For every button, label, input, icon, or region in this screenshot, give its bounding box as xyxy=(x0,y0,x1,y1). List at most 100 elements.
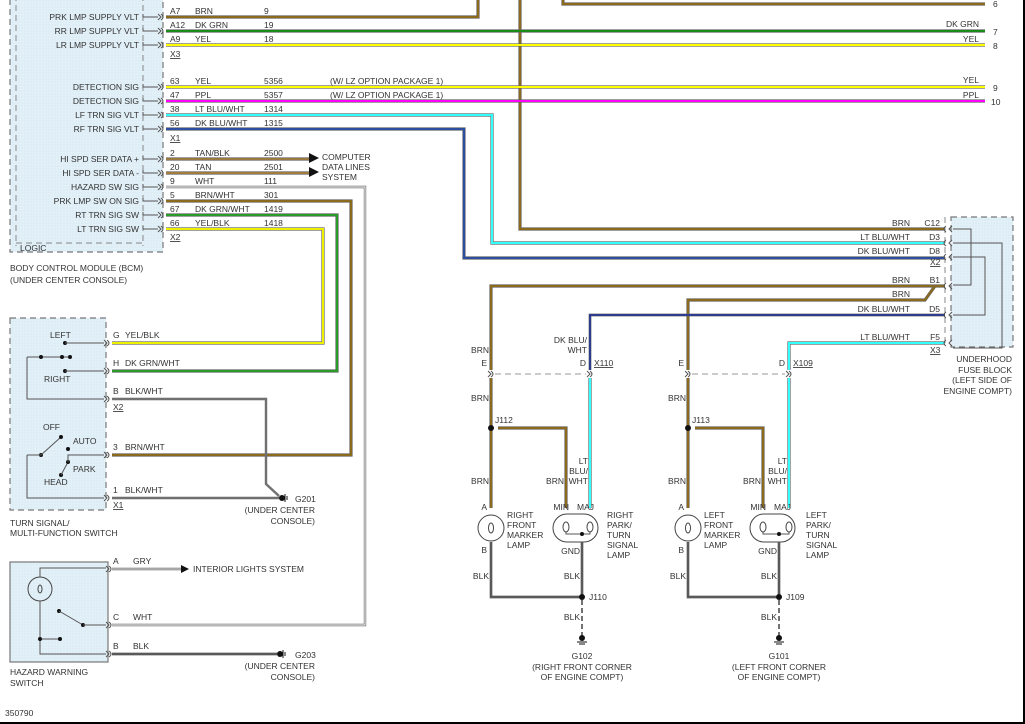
hz-wire-color: BLK xyxy=(133,641,149,651)
offpage-color-7: DK GRN xyxy=(946,19,979,29)
marker-lamp-name: LEFT xyxy=(704,510,725,520)
bcm-circuit-number: 2500 xyxy=(264,148,283,158)
diagram-id: 350790 xyxy=(5,708,34,718)
bcm-circuit-number: 18 xyxy=(264,34,274,44)
ts-connector-x1: X1 xyxy=(113,500,124,510)
hz-pin-connector xyxy=(105,565,112,573)
bcm-location: (UNDER CENTER CONSOLE) xyxy=(10,275,127,285)
inline-conn-e xyxy=(684,370,691,378)
ground-splice-label: J110 xyxy=(589,592,607,602)
park-lamp-common xyxy=(762,532,790,535)
wire-color-label: LT xyxy=(579,456,588,466)
arrow-interior-lights xyxy=(181,565,189,573)
bcm-pin-connector xyxy=(157,97,164,105)
wire-ltbluwht-f5 xyxy=(788,342,945,370)
bcm-pin-connector xyxy=(157,155,164,163)
bcm-option-note: (W/ LZ OPTION PACKAGE 1) xyxy=(330,90,443,100)
bcm-pin-connector xyxy=(157,225,164,233)
park-pin-maj: MAJ xyxy=(774,502,791,512)
wire-layer xyxy=(112,0,985,656)
inline-conn-d xyxy=(785,370,792,378)
park-lamp-name: RIGHT xyxy=(607,510,633,520)
bcm-signal-label: HI SPD SER DATA + xyxy=(60,154,139,164)
ground-splice-dot xyxy=(776,594,782,600)
wire-color-label: WHT xyxy=(569,476,588,486)
hazard-switch-name-1: HAZARD WARNING xyxy=(10,667,88,677)
bcm-internal-lead xyxy=(142,112,158,116)
inline-conn-e xyxy=(487,370,494,378)
ground-splice-label: J109 xyxy=(786,592,805,602)
ts-pin-connector xyxy=(103,395,110,403)
ground-icon xyxy=(776,635,782,641)
wire-wht-111 xyxy=(112,186,366,626)
bcm-signal-label: LR LMP SUPPLY VLT xyxy=(56,40,139,50)
ts-pin-connector xyxy=(103,451,110,459)
arrow-data-minus xyxy=(309,167,319,177)
inline-pin-d: D xyxy=(779,358,785,368)
fuse-wire-color: BRN xyxy=(892,275,910,285)
bcm-option-note: (W/ LZ OPTION PACKAGE 1) xyxy=(330,76,443,86)
wire-brn-branch-outline xyxy=(695,426,765,508)
bcm-wire-color: YEL xyxy=(195,76,211,86)
offpage-ref-9: 9 xyxy=(993,83,998,93)
bcm-signal-label: RT TRN SIG SW xyxy=(75,210,139,220)
wire-brn-c12-feed xyxy=(519,0,945,230)
wire-color-label: BRN xyxy=(471,345,489,355)
bcm-signal-label: RF TRN SIG VLT xyxy=(74,124,139,134)
bcm-wire-color: DK GRN xyxy=(195,20,228,30)
turn-switch-box xyxy=(9,317,107,511)
pos-right: RIGHT xyxy=(44,374,70,384)
marker-lamp-name: MARKER xyxy=(507,530,543,540)
ts-wire-color: YEL/BLK xyxy=(125,330,160,340)
hz-pin-number: A xyxy=(113,556,119,566)
park-lamp-name: SIGNAL xyxy=(806,540,837,550)
bcm-internal-lead xyxy=(142,156,158,160)
wire-color-label: BLU/ xyxy=(569,466,589,476)
ts-pin-connector xyxy=(103,339,110,347)
fuse-pin-number: D3 xyxy=(929,232,940,242)
ground-location: OF ENGINE COMPT) xyxy=(738,672,821,682)
bcm-wire-color: PPL xyxy=(195,90,211,100)
park-lamp-icon xyxy=(552,513,599,543)
park-lamp-name: PARK/ xyxy=(607,520,633,530)
wire-color-label: WHT xyxy=(768,476,787,486)
bcm-wire-color: BRN/WHT xyxy=(195,190,235,200)
bcm-pin-number: 63 xyxy=(170,76,180,86)
park-lamp-name: TURN xyxy=(607,530,631,540)
inline-pin-e: E xyxy=(678,358,684,368)
park-pin-min: MIN xyxy=(553,502,569,512)
inline-connector: X110 xyxy=(594,358,613,368)
offpage-color-10: PPL xyxy=(963,90,979,100)
g201-ground-icon xyxy=(279,495,285,501)
bcm-pin-number: 20 xyxy=(170,162,180,172)
bcm-signal-label: RR LMP SUPPLY VLT xyxy=(55,26,139,36)
bcm-pin-connector xyxy=(157,197,164,205)
splice-label: J112 xyxy=(495,415,513,425)
wire-blkwht-b xyxy=(112,398,280,497)
pos-left: LEFT xyxy=(50,330,71,340)
bcm-module: LOGIC BODY CONTROL MODULE (BCM) (UNDER C… xyxy=(9,0,443,285)
computer-data-label-3: SYSTEM xyxy=(322,172,357,182)
g201-id: G201 xyxy=(295,494,316,504)
bcm-wire-color: TAN xyxy=(195,162,211,172)
bcm-wire-color: LT BLU/WHT xyxy=(195,104,245,114)
bcm-pin-connector xyxy=(157,13,164,21)
bcm-wire-color: DK GRN/WHT xyxy=(195,204,250,214)
g201-loc-1: (UNDER CENTER xyxy=(245,505,315,515)
wire-dkgrnwht-1419 xyxy=(112,214,338,372)
fuse-pin-connector xyxy=(943,253,953,261)
fuse-wire-color: LT BLU/WHT xyxy=(860,332,910,342)
arrow-data-plus xyxy=(309,153,319,163)
hz-pin-connector xyxy=(105,621,112,629)
marker-lamp-name: FRONT xyxy=(704,520,733,530)
ground-g201: G201 (UNDER CENTER CONSOLE) xyxy=(245,494,316,526)
bcm-circuit-number: 1314 xyxy=(264,104,283,114)
inline-connector: X109 xyxy=(793,358,813,368)
bcm-circuit-number: 9 xyxy=(264,6,269,16)
bcm-wire-color: TAN/BLK xyxy=(195,148,230,158)
park-lamp-name: SIGNAL xyxy=(607,540,638,550)
